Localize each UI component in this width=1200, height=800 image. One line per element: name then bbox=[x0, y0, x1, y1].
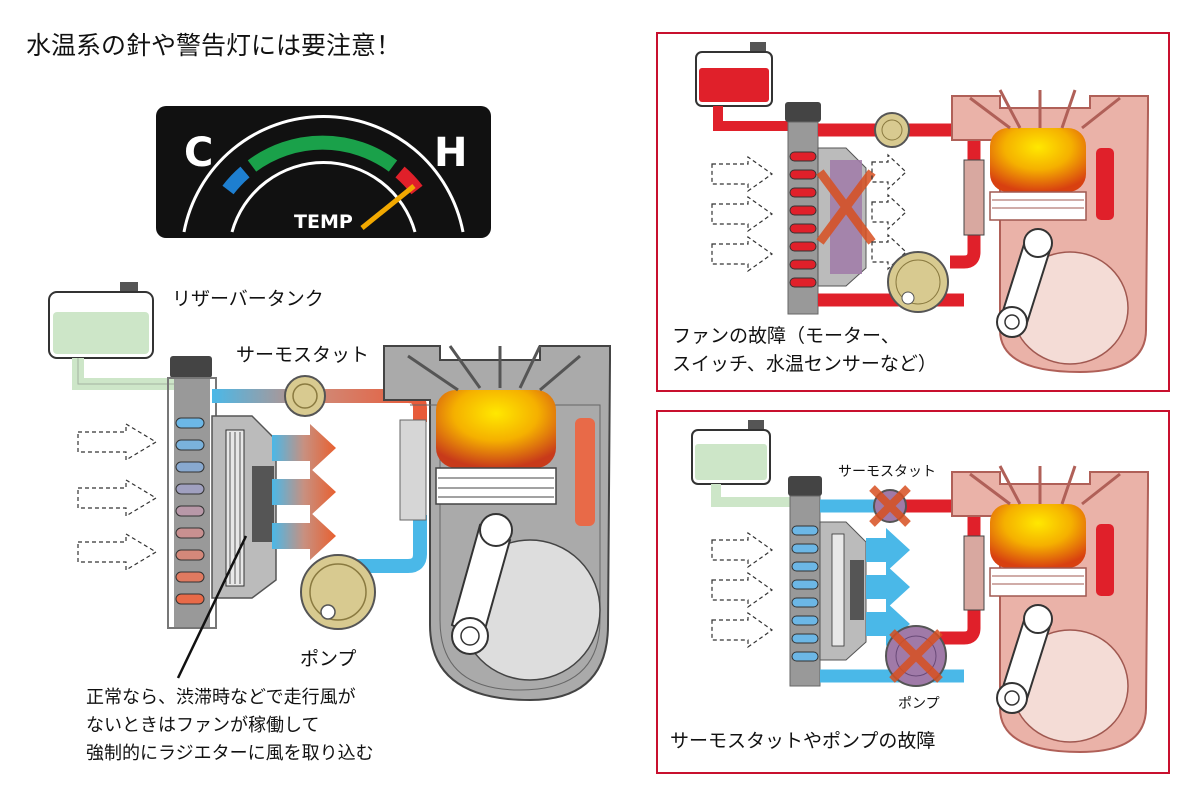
radiator-fins bbox=[175, 417, 205, 605]
reservoir-tank bbox=[48, 282, 178, 390]
page-title: 水温系の針や警告灯には要注意！ bbox=[26, 31, 402, 60]
fan-note: 正常なら、渋滞時などで走行風が ないときはファンが稼働して 強制的にラジエターに… bbox=[86, 684, 374, 768]
radiator bbox=[167, 356, 217, 629]
caption-line: スイッチ、水温センサーなど） bbox=[672, 353, 937, 375]
note-line: 強制的にラジエターに風を取り込む bbox=[86, 743, 374, 764]
pump-failure-caption: サーモスタットやポンプの故障 bbox=[670, 730, 936, 752]
pump-hose bbox=[340, 515, 427, 573]
fan-failure-caption: ファンの故障（モーター、 スイッチ、水温センサーなど） bbox=[672, 322, 937, 378]
pump-label: ポンプ bbox=[300, 648, 357, 670]
airflow-in-arrows bbox=[77, 422, 158, 572]
callout-line bbox=[176, 535, 248, 679]
thermostat bbox=[284, 375, 326, 417]
thermostat-label: サーモスタット bbox=[236, 344, 370, 366]
pump-label-small: ポンプ bbox=[898, 696, 940, 712]
caption-line: ファンの故障（モーター、 bbox=[672, 325, 900, 347]
engine bbox=[383, 345, 611, 702]
reservoir-label: リザーバータンク bbox=[172, 288, 324, 310]
cooling-fan bbox=[211, 415, 277, 599]
airflow-out-arrows bbox=[272, 424, 336, 560]
thermostat-label-small: サーモスタット bbox=[838, 464, 936, 480]
note-line: ないときはファンが稼働して bbox=[86, 715, 320, 736]
note-line: 正常なら、渋滞時などで走行風が bbox=[86, 687, 356, 708]
water-pump bbox=[300, 554, 376, 630]
